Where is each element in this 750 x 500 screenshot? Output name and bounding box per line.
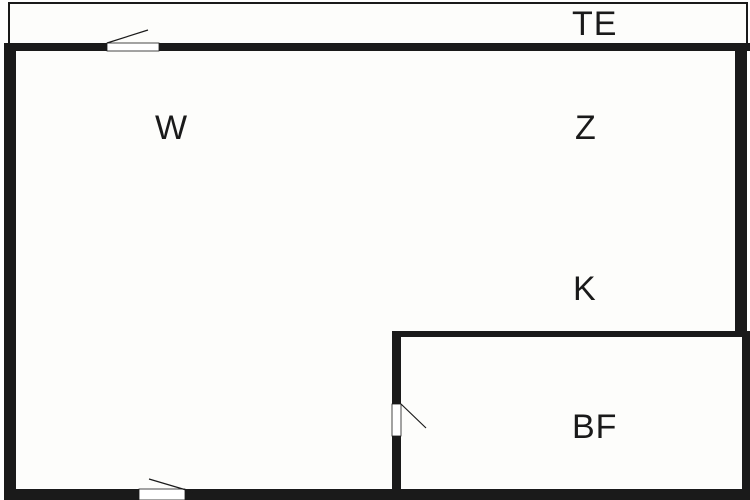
wall-top — [4, 43, 750, 51]
entrance-door-icon — [138, 478, 194, 500]
wall-bottom — [4, 489, 750, 500]
wall-bathroom-top — [392, 331, 747, 337]
bathroom-door-icon — [391, 403, 427, 437]
terrace-outline — [8, 2, 748, 47]
wall-left — [4, 43, 16, 500]
terrace-door-icon — [106, 29, 160, 52]
room-label-room: Z — [575, 109, 597, 147]
main-floor — [14, 48, 742, 488]
wall-right — [735, 43, 747, 337]
room-label-bathroom: BF — [572, 408, 618, 446]
room-label-terrace: TE — [572, 5, 618, 43]
room-label-living: W — [155, 109, 189, 147]
terrace-area — [8, 2, 747, 44]
wall-bathroom-right — [742, 331, 750, 495]
room-label-kitchen: K — [573, 270, 597, 308]
